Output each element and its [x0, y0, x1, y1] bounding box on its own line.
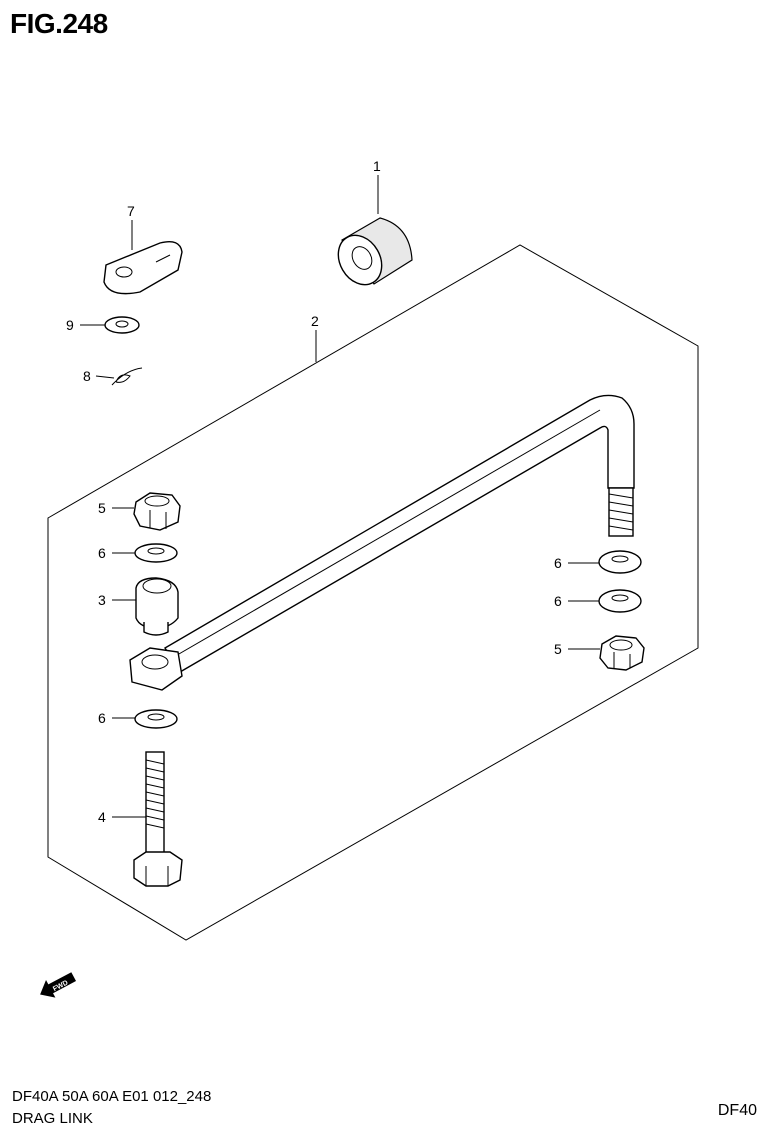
part-2-drag-link-rod[interactable]	[129, 394, 635, 691]
fwd-arrow-icon: FWD	[40, 972, 77, 998]
part-6-washer-left-upper[interactable]	[134, 543, 178, 563]
part-6-washer-right-lower[interactable]	[598, 589, 642, 613]
figure-code: DF40A 50A 60A E01 012_248	[12, 1088, 212, 1105]
assembly-outline	[47, 244, 699, 941]
leader-8	[95, 375, 115, 379]
part-3-bushing[interactable]	[135, 577, 179, 636]
part-4-bolt[interactable]	[133, 751, 183, 887]
callout-8: 8	[83, 368, 91, 384]
callout-1: 1	[373, 158, 381, 174]
part-7-bracket[interactable]	[103, 240, 183, 295]
part-5-nut-right[interactable]	[599, 635, 645, 671]
part-6-washer-left-lower[interactable]	[134, 709, 178, 729]
callout-9: 9	[66, 317, 74, 333]
part-9-washer[interactable]	[104, 316, 140, 334]
callout-7: 7	[127, 203, 135, 219]
callout-6a: 6	[98, 545, 106, 561]
callout-5a: 5	[98, 500, 106, 516]
callout-3: 3	[98, 592, 106, 608]
callout-4: 4	[98, 809, 106, 825]
model-label: DF40	[717, 1102, 757, 1119]
part-5-nut-left[interactable]	[133, 492, 181, 531]
part-6-washer-right-upper[interactable]	[598, 550, 642, 574]
part-8-cotter-pin[interactable]	[111, 367, 143, 386]
callout-5b: 5	[554, 641, 562, 657]
figure-name: DRAG LINK	[12, 1110, 93, 1127]
callout-6b: 6	[98, 710, 106, 726]
part-1-bushing[interactable]	[330, 217, 413, 293]
callout-2: 2	[311, 313, 319, 329]
callout-6c: 6	[554, 555, 562, 571]
callout-6d: 6	[554, 593, 562, 609]
figure-title: FIG.248	[10, 8, 108, 39]
